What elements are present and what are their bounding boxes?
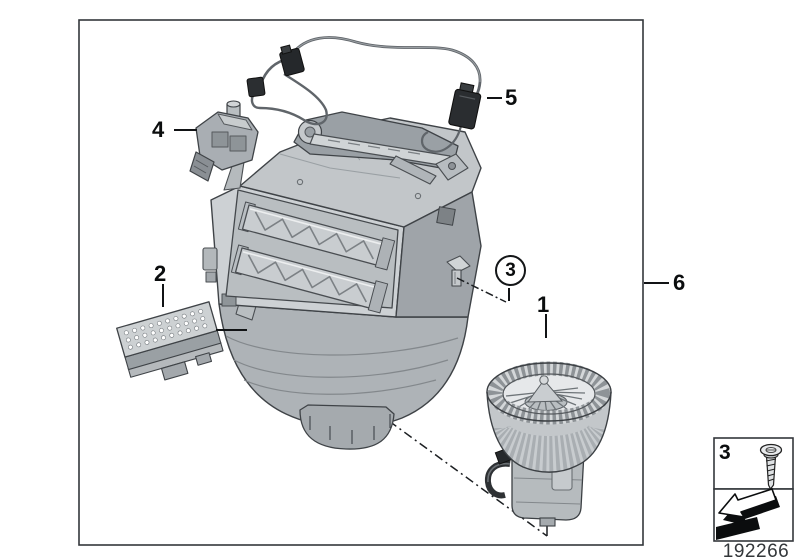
callout-3-screw[interactable]: 3 xyxy=(495,255,526,286)
assembly-axis-line xyxy=(388,420,548,537)
blower-resistor-drawing xyxy=(116,301,224,381)
callout-4-actuator[interactable]: 4 xyxy=(152,117,165,142)
heater-blower-unit-drawing xyxy=(202,111,482,450)
blower-fan-motor-drawing xyxy=(484,361,612,527)
callout-leader-lines xyxy=(162,97,669,338)
legend-boxes xyxy=(713,437,794,542)
callout-5-harness[interactable]: 5 xyxy=(505,85,518,110)
wiring-harness-drawing xyxy=(246,36,482,153)
flap-linkage-drawing xyxy=(293,111,469,185)
callout-1-blower-fan[interactable]: 1 xyxy=(537,292,550,317)
callout-6-unit[interactable]: 6 xyxy=(673,270,686,295)
diagram-number: 192266 xyxy=(722,541,790,560)
screw-boss-drawing xyxy=(446,255,471,287)
screw-leader-dashdot xyxy=(456,277,507,303)
harness-connector-top xyxy=(279,44,305,77)
actuator-motor-drawing xyxy=(189,100,259,182)
install-direction-arrow-icon xyxy=(716,488,780,540)
screw-icon xyxy=(759,443,783,491)
harness-connector-main xyxy=(448,82,482,130)
harness-connector-small xyxy=(246,76,266,98)
callout-2-resistor[interactable]: 2 xyxy=(154,261,167,286)
legend-screw-number: 3 xyxy=(719,441,731,464)
